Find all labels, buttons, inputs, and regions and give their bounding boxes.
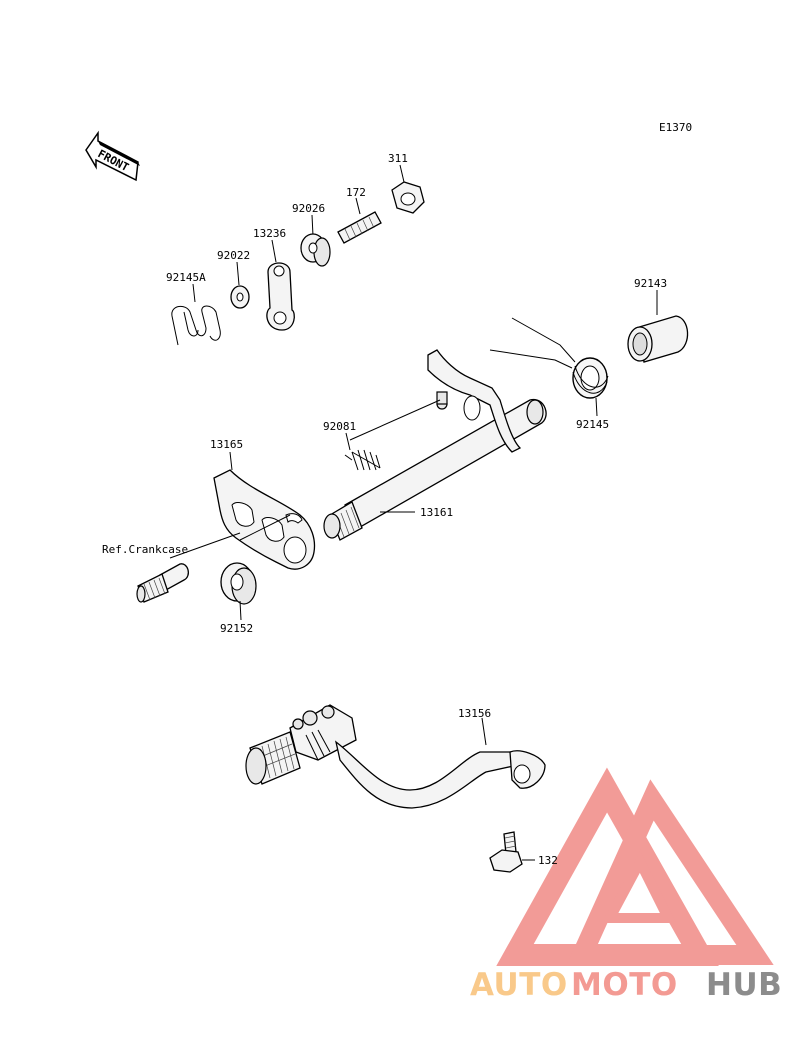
label-92026: 92026 xyxy=(292,202,325,215)
label-92145: 92145 xyxy=(576,418,609,431)
label-92145A: 92145A xyxy=(166,271,206,284)
label-92152: 92152 xyxy=(220,622,253,635)
watermark-hub: HUB xyxy=(706,967,782,1003)
pin-ref-crankcase xyxy=(136,532,241,603)
label-13156: 13156 xyxy=(458,707,491,720)
shift-pedal-13156 xyxy=(245,704,546,809)
bolt-132 xyxy=(489,831,535,873)
watermark-moto: MOTO xyxy=(571,967,678,1003)
nut-311 xyxy=(391,164,425,214)
bushing-92143 xyxy=(627,290,689,363)
label-92081: 92081 xyxy=(323,420,356,433)
label-92022: 92022 xyxy=(217,249,250,262)
watermark-logo xyxy=(496,767,774,966)
washer-92022 xyxy=(230,261,250,309)
label-311: 311 xyxy=(388,152,408,165)
label-92143: 92143 xyxy=(634,277,667,290)
label-132: 132 xyxy=(538,854,558,867)
label-13165: 13165 xyxy=(210,438,243,451)
collar-92026 xyxy=(300,214,331,267)
watermark-text: AUTO MOTO HUB xyxy=(470,967,782,1003)
shift-shaft-13161 xyxy=(323,349,547,541)
label-13161: 13161 xyxy=(420,506,453,519)
front-arrow-icon: FRONT xyxy=(85,130,140,182)
diagram-code: E1370 xyxy=(659,121,692,134)
watermark-auto: AUTO xyxy=(470,967,568,1003)
plate-13165 xyxy=(213,451,316,570)
seal-92152 xyxy=(220,562,257,621)
label-13236: 13236 xyxy=(253,227,286,240)
spring-92081 xyxy=(344,432,381,471)
spring-92145 xyxy=(489,317,609,417)
lever-13236 xyxy=(266,239,295,331)
stud-172 xyxy=(337,197,382,244)
ref-crankcase-label: Ref.Crankcase xyxy=(102,543,188,556)
spring-92145A xyxy=(171,283,221,346)
label-172: 172 xyxy=(346,186,366,199)
